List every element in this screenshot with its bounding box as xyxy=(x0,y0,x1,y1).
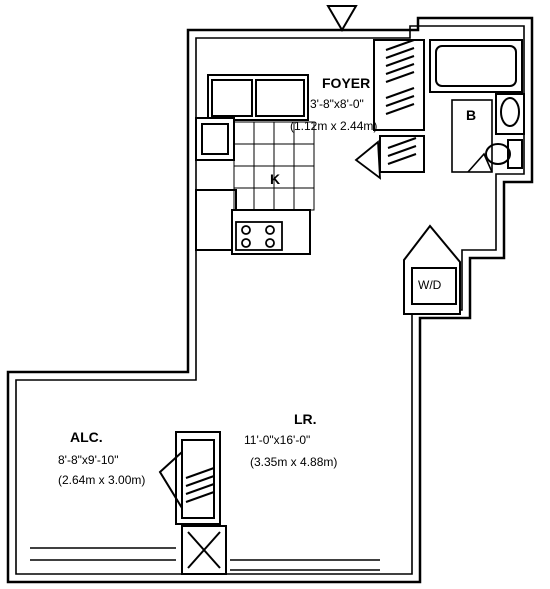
sink-icon xyxy=(495,93,525,135)
window-icon xyxy=(30,547,380,571)
foyer-door xyxy=(354,140,382,180)
alcove-dim-metric: (2.64m x 3.00m) xyxy=(58,473,146,487)
kitchen-counters xyxy=(195,74,311,255)
closet-icon xyxy=(373,39,425,173)
living-room-dim-imperial: 11'-0"x16'-0" xyxy=(244,433,311,447)
living-room-name: LR. xyxy=(294,411,317,427)
laundry-closet xyxy=(403,224,461,315)
foyer-dim-imperial: 3'-8"x8'-0" xyxy=(310,97,364,111)
bath-name: B xyxy=(466,107,477,123)
foyer-dim-metric: (1.12m x 2.44m) xyxy=(290,119,378,133)
bath-interior xyxy=(451,99,493,173)
outer-wall xyxy=(6,16,534,584)
kitchen-floor xyxy=(233,121,315,211)
bathtub-icon xyxy=(429,39,523,93)
laundry-name: W/D xyxy=(418,278,442,292)
living-room-dim-metric: (3.35m x 4.88m) xyxy=(250,455,338,469)
kitchen-name: K xyxy=(270,171,281,187)
foyer-name: FOYER xyxy=(322,75,371,91)
alcove-dim-imperial: 8'-8"x9'-10" xyxy=(58,453,119,467)
entry-arrow-icon xyxy=(326,5,358,32)
alcove-name: ALC. xyxy=(70,429,103,445)
toilet-icon xyxy=(485,139,523,169)
inner-wall xyxy=(15,25,525,575)
closet-icon-alcove xyxy=(158,431,227,575)
stove-icon xyxy=(235,221,283,251)
